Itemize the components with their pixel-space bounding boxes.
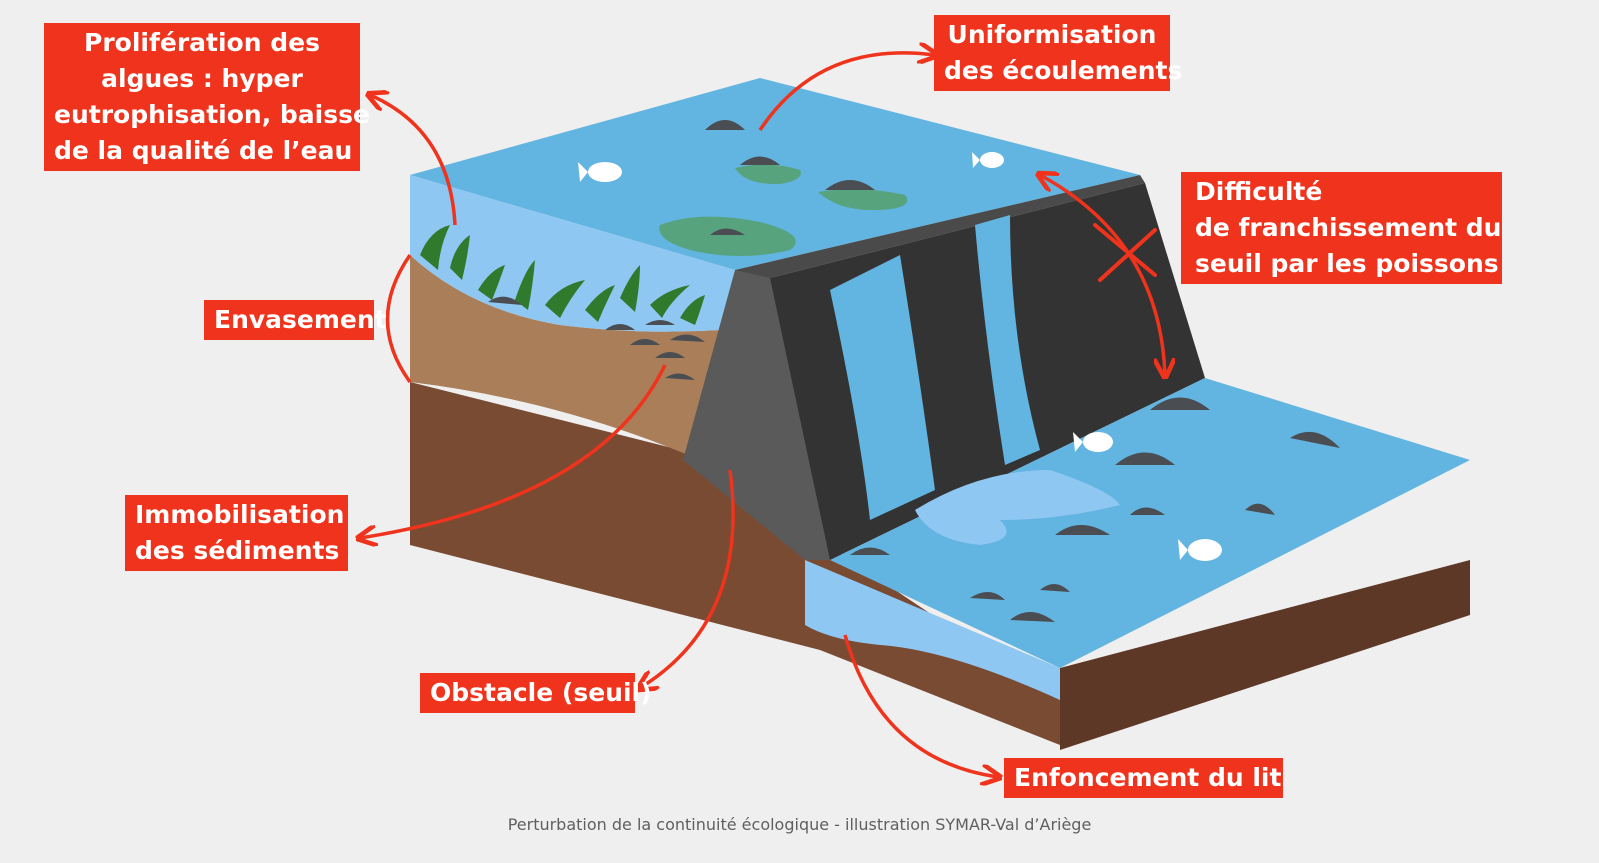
- stones: [488, 120, 1340, 622]
- arrow-algae: [370, 95, 457, 226]
- arrow-difficulty: [1040, 175, 1165, 375]
- arrow-siltation: [385, 254, 412, 384]
- label-obstacle: Obstacle (seuil): [420, 673, 652, 713]
- label-siltation: Envasement: [204, 300, 387, 340]
- arrow-incision: [843, 634, 998, 777]
- label-bed-incision: Enfoncement du lit: [1004, 758, 1283, 798]
- label-line: Enfoncement du lit: [1014, 763, 1282, 792]
- waterfall-stream: [975, 215, 1040, 465]
- label-line: Difficulté: [1195, 177, 1323, 206]
- label-line: seuil par les poissons: [1195, 249, 1499, 278]
- downstream-light-pool: [915, 470, 1120, 545]
- algae-patch: [735, 164, 801, 185]
- arrow-obstacle: [640, 469, 735, 688]
- algae-patch: [818, 189, 908, 211]
- label-line: eutrophisation, baisse: [54, 100, 370, 129]
- label-line: Uniformisation: [947, 20, 1157, 49]
- algae-blades: [420, 225, 705, 325]
- waterfall-stream: [830, 255, 935, 520]
- arrows: [360, 53, 1165, 777]
- label-line: de franchissement du: [1195, 213, 1502, 242]
- label-line: de la qualité de l’eau: [54, 136, 353, 165]
- arrow-immobilisation: [360, 364, 667, 538]
- label-uniform-flow: Uniformisation des écoulements: [934, 15, 1183, 91]
- label-line: Envasement: [214, 305, 387, 334]
- label-line: Obstacle (seuil): [430, 678, 652, 707]
- weir-front-face: [683, 268, 830, 560]
- label-line: algues : hyper: [101, 64, 303, 93]
- fish: [578, 152, 1222, 561]
- caption: Perturbation de la continuité écologique…: [507, 815, 1092, 834]
- soil-side: [1060, 560, 1470, 750]
- label-line: des écoulements: [944, 56, 1183, 85]
- label-fish-passage-difficulty: Difficulté de franchissement du seuil pa…: [1181, 172, 1502, 284]
- label-line: Prolifération des: [84, 28, 320, 57]
- soil-front: [410, 382, 820, 650]
- sediment-layer: [410, 255, 720, 460]
- arrow-uniform: [758, 53, 935, 131]
- algae-patch: [659, 216, 796, 256]
- label-sediment-immobilisation: Immobilisation des sédiments: [125, 495, 348, 571]
- label-line: des sédiments: [135, 536, 340, 565]
- label-line: Immobilisation: [135, 500, 345, 529]
- label-algae-proliferation: Prolifération des algues : hyper eutroph…: [44, 23, 370, 171]
- downstream-water-front: [805, 560, 1060, 700]
